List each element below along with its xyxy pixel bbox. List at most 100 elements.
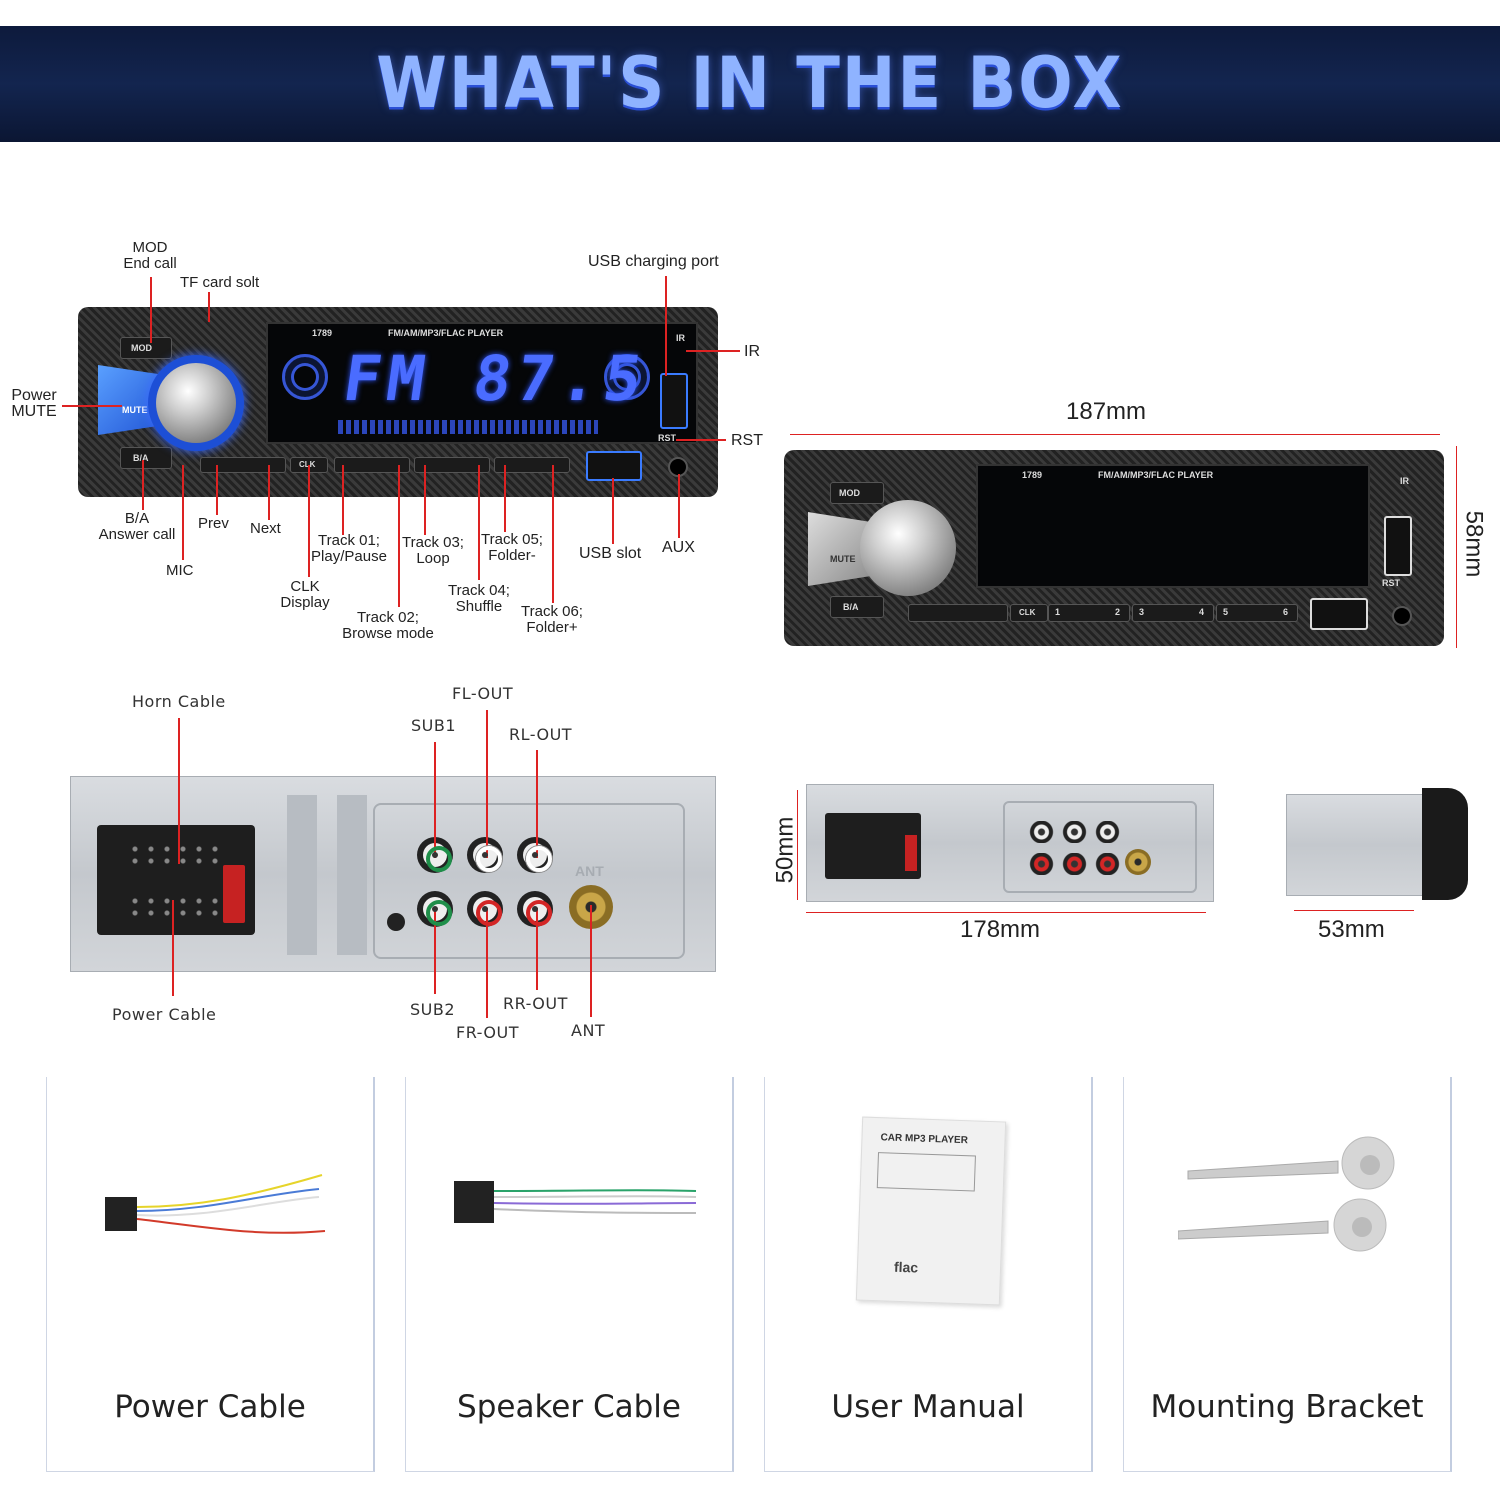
user-manual-image: CAR MP3 PLAYER flac: [855, 1116, 1007, 1306]
callout-line-sub2: [434, 908, 436, 994]
callout-track05-line2: Folder-: [488, 547, 536, 564]
rr-out-jack: [517, 891, 553, 927]
usb-charging-port: [660, 373, 688, 429]
dimension-line-width-front: [790, 434, 1440, 435]
front-panel: MOD MUTE B/A 1789 FM/AM/MP3/FLAC PLAYER …: [78, 307, 718, 497]
callout-track01: Track 01; Play/Pause: [306, 533, 392, 565]
callout-track04: Track 04; Shuffle: [444, 583, 514, 615]
callout-usb-charging: USB charging port: [588, 253, 719, 270]
callout-ant: ANT: [571, 1021, 606, 1040]
mod-button: MOD: [120, 337, 172, 359]
callout-tf-card: TF card solt: [180, 274, 260, 291]
dimension-line-depth: [1294, 910, 1414, 911]
mounting-bracket-image: [1178, 1136, 1395, 1252]
volume-knob: [156, 363, 236, 443]
manual-device-sketch: [876, 1152, 976, 1192]
harness-pins-top: [127, 843, 227, 867]
callout-mic: MIC: [166, 562, 194, 579]
dimension-line-height-back: [797, 790, 798, 900]
callout-line-horn: [178, 718, 180, 864]
callout-prev: Prev: [198, 515, 229, 532]
plain-model-number: 1789: [1022, 470, 1043, 480]
plain-key-6: 6: [1283, 607, 1289, 617]
plain-clk-button: CLK: [1010, 604, 1048, 622]
callout-fr-out: FR-OUT: [456, 1023, 519, 1042]
callout-ba: B/A Answer call: [92, 511, 182, 543]
callout-line-track01: [342, 465, 344, 535]
ba-button-label: B/A: [133, 453, 149, 463]
ant-embossed-label: ANT: [575, 863, 604, 879]
callout-horn-cable: Horn Cable: [132, 692, 226, 711]
speaker-graphic-right: [604, 354, 650, 400]
callout-line-ir: [686, 350, 740, 352]
speaker-graphic-left: [282, 354, 328, 400]
callout-power: Power MUTE: [6, 388, 62, 420]
banner-title: WHAT'S IN THE BOX: [376, 43, 1124, 125]
callout-line-clk: [308, 465, 310, 577]
callout-power-line2: MUTE: [11, 403, 57, 420]
rl-out-jack: [517, 837, 553, 873]
small-rca-plate: [1003, 801, 1197, 893]
side-view: [1286, 788, 1472, 900]
dimension-height-front: 58mm: [1460, 510, 1488, 578]
callout-usb-slot: USB slot: [579, 545, 642, 562]
back-panel-small: [806, 784, 1214, 902]
plain-lcd-screen: 1789 FM/AM/MP3/FLAC PLAYER: [976, 464, 1370, 588]
clk-button-label: CLK: [299, 460, 315, 469]
box-item-label: Power Cable: [114, 1389, 306, 1425]
side-view-faceplate: [1422, 788, 1468, 900]
plain-mod-label: MOD: [839, 488, 860, 498]
plain-key-3: 3: [1139, 607, 1145, 617]
callout-line-track03: [424, 465, 426, 535]
callout-line-fl-out: [486, 710, 488, 858]
plain-key-5: 5: [1223, 607, 1229, 617]
plain-ba-label: B/A: [843, 602, 859, 612]
plain-ba-button: B/A: [830, 596, 884, 618]
mic-hole: [387, 913, 405, 931]
plain-volume-knob: [860, 500, 956, 596]
small-fuse: [905, 835, 917, 871]
callout-line-mod: [150, 277, 152, 343]
callout-track02: Track 02; Browse mode: [338, 610, 438, 642]
usb-slot: [586, 451, 642, 481]
small-rca-top: [1025, 821, 1125, 843]
mod-button-label: MOD: [131, 343, 152, 353]
callout-line-fr-out: [486, 908, 488, 1018]
callout-track05: Track 05; Folder-: [476, 532, 548, 564]
callout-clk-line1: CLK: [290, 578, 320, 595]
fr-out-jack: [467, 891, 503, 927]
box-item-power-cable: Power Cable: [46, 1077, 375, 1472]
box-item-label: User Manual: [831, 1389, 1025, 1425]
callout-line-track04: [478, 465, 480, 580]
fl-out-jack: [467, 837, 503, 873]
plain-key-5-6: 5 6: [1216, 604, 1298, 622]
callout-next: Next: [250, 520, 281, 537]
callout-ba-line2: Answer call: [98, 526, 176, 543]
box-item-label: Mounting Bracket: [1150, 1389, 1424, 1425]
header-banner: WHAT'S IN THE BOX: [0, 26, 1500, 142]
callout-line-usb-slot: [612, 478, 614, 544]
rst-label: RST: [658, 433, 676, 443]
callout-track03: Track 03; Loop: [398, 535, 468, 567]
prev-next-button: [200, 457, 286, 473]
manual-flac-logo: flac: [893, 1258, 919, 1276]
callout-track05-line1: Track 05;: [481, 531, 543, 548]
plain-mute-label: MUTE: [830, 554, 856, 564]
manual-title: CAR MP3 PLAYER: [880, 1132, 969, 1147]
callout-line-sub1: [434, 742, 436, 858]
callout-clk-line2: Display: [280, 594, 330, 611]
spectrum-bars: [338, 420, 598, 434]
callout-line-ant: [590, 905, 592, 1017]
power-cable-image: [105, 1174, 326, 1234]
callout-mod-line1: MOD: [132, 239, 168, 256]
callout-power-line1: Power: [11, 387, 57, 404]
plain-key-1: 1: [1055, 607, 1061, 617]
callout-line-tf: [208, 292, 210, 322]
small-rca-bottom: [1025, 853, 1125, 875]
callout-line-rst: [676, 439, 726, 441]
callout-rl-out: RL-OUT: [509, 725, 573, 744]
plain-ir-label: IR: [1400, 476, 1409, 486]
plain-usb-slot: [1310, 598, 1368, 630]
dimension-width-back: 178mm: [960, 916, 1041, 943]
callout-power-cable: Power Cable: [112, 1005, 217, 1024]
